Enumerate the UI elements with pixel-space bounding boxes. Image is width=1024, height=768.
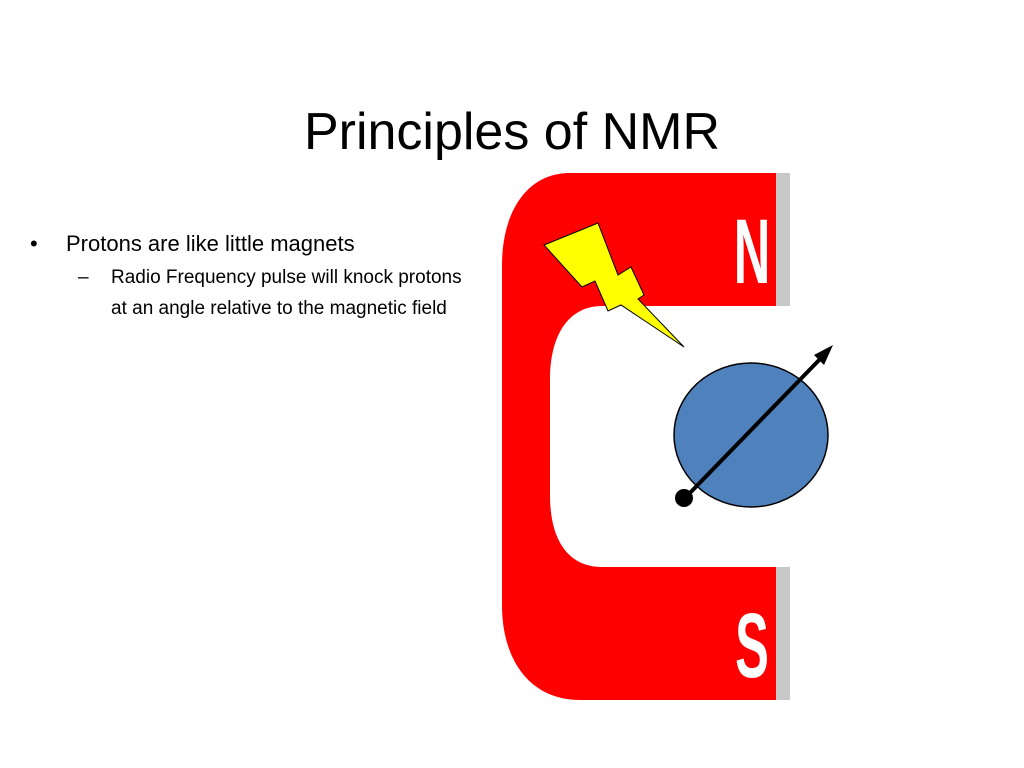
slide-title: Principles of NMR <box>303 103 721 161</box>
south-pole-shadow <box>776 567 790 700</box>
lightning-bolt-icon <box>543 222 685 348</box>
sub-bullet-item: – Radio Frequency pulse will knock proto… <box>30 262 480 324</box>
slide-body: • Protons are like little magnets – Radi… <box>30 228 480 324</box>
nmr-diagram: N S <box>502 173 833 700</box>
spin-arrow-icon <box>675 345 833 507</box>
spin-arrow-head <box>814 345 833 365</box>
sub-bullet-text: Radio Frequency pulse will knock protons… <box>111 267 462 319</box>
sub-bullet-marker: – <box>78 267 89 288</box>
bullet-item: • Protons are like little magnets <box>30 228 480 260</box>
south-pole-label: S <box>735 594 769 697</box>
magnet-body <box>502 173 776 700</box>
bullet-text: Protons are like little magnets <box>66 231 355 256</box>
horseshoe-magnet-icon: N S <box>502 173 790 700</box>
bullet-marker: • <box>30 231 38 256</box>
spin-arrow-tail-dot <box>675 489 693 507</box>
nmr-figure: N S <box>490 165 850 710</box>
north-pole-label: N <box>734 200 771 303</box>
spin-arrow-shaft <box>683 353 826 500</box>
north-pole-shadow <box>776 173 790 306</box>
